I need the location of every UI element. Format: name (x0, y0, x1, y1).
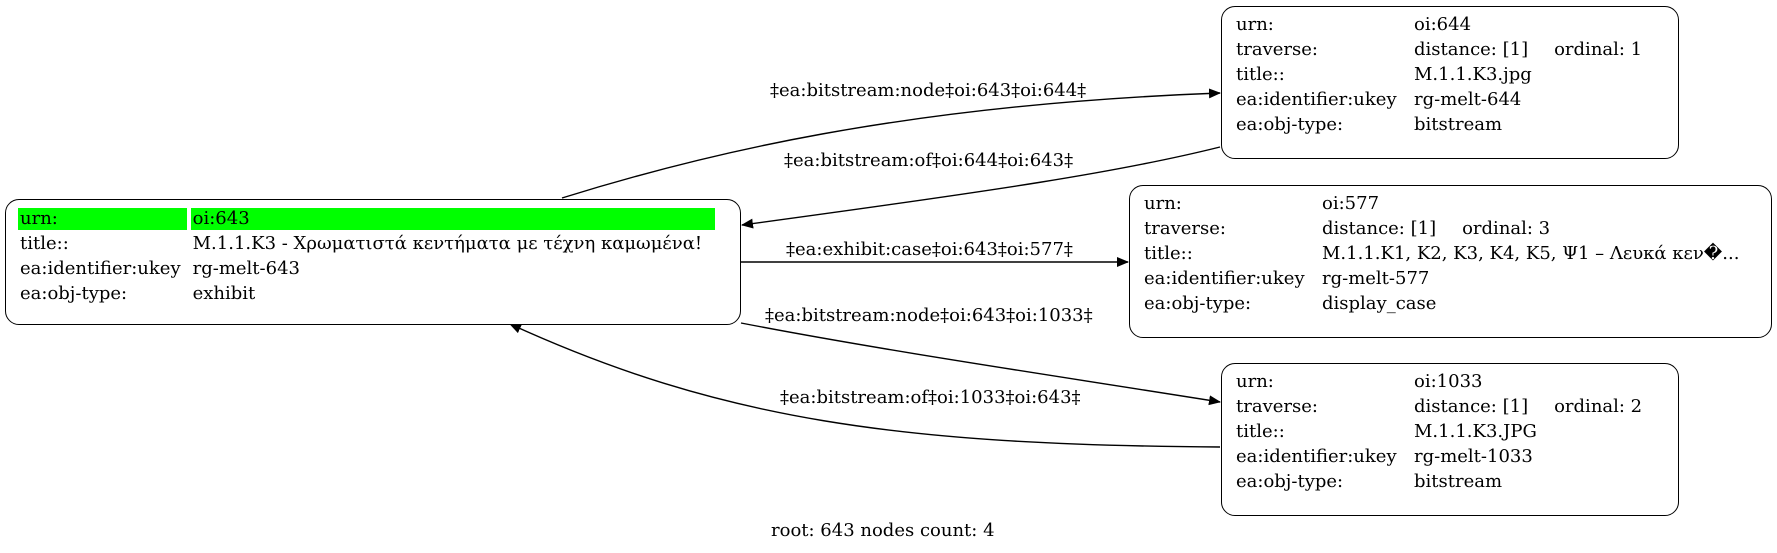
n1033-urn-key: urn: (1236, 371, 1274, 392)
node-644[interactable]: urn: oi:644 traverse: distance: [1] ordinal… (1221, 6, 1679, 159)
n1033-ordinal: ordinal: 2 (1554, 396, 1643, 417)
n1033-ukey-value: rg-melt-1033 (1414, 446, 1533, 467)
n1033-title-key: title:: (1236, 421, 1285, 442)
n577-type-value: display_case (1322, 293, 1437, 314)
root-title-key: title:: (20, 233, 69, 254)
n644-urn-key: urn: (1236, 14, 1274, 35)
n577-urn-key: urn: (1144, 193, 1182, 214)
edge-label-643-1033: ‡ea:bitstream:node‡oi:643‡oi:1033‡ (765, 305, 1093, 326)
n644-distance: distance: [1] (1414, 39, 1529, 60)
edge-1033-to-643 (509, 323, 1221, 448)
n577-title-value: M.1.1.K1, K2, K3, K4, K5, Ψ1 – Λευκά κεν… (1322, 243, 1740, 264)
root-type-value: exhibit (192, 283, 256, 304)
root-urn-key: urn: (18, 208, 187, 230)
n1033-title-value: M.1.1.K3.JPG (1414, 421, 1537, 442)
n644-title-value: M.1.1.K3.jpg (1414, 64, 1532, 85)
n1033-type-key: ea:obj-type: (1236, 471, 1344, 492)
edge-label-1033-643: ‡ea:bitstream:of‡oi:1033‡oi:643‡ (780, 387, 1081, 408)
n644-urn-value: oi:644 (1414, 14, 1472, 35)
edge-643-to-1033 (740, 322, 1221, 406)
graph-footer: root: 643 nodes count: 4 (771, 520, 995, 541)
node-1033[interactable]: urn: oi:1033 traverse: distance: [1] ordina… (1221, 363, 1679, 516)
n577-ukey-key: ea:identifier:ukey (1144, 268, 1305, 289)
n644-traverse-key: traverse: (1236, 39, 1318, 60)
n644-ukey-value: rg-melt-644 (1414, 89, 1522, 110)
root-urn-row: urn: oi:643 (18, 208, 715, 230)
root-title-value: M.1.1.K3 - Χρωματιστά κεντήματα με τέχνη… (192, 233, 703, 254)
n577-traverse-key: traverse: (1144, 218, 1226, 239)
n1033-urn-value: oi:1033 (1414, 371, 1483, 392)
n577-title-key: title:: (1144, 243, 1193, 264)
root-urn-value: oi:643 (190, 208, 715, 230)
n1033-ukey-key: ea:identifier:ukey (1236, 446, 1397, 467)
edge-label-643-644: ‡ea:bitstream:node‡oi:643‡oi:644‡ (770, 80, 1087, 101)
edge-644-to-643 (741, 146, 1221, 229)
n644-title-key: title:: (1236, 64, 1285, 85)
n577-type-key: ea:obj-type: (1144, 293, 1252, 314)
n1033-distance: distance: [1] (1414, 396, 1529, 417)
n1033-traverse-key: traverse: (1236, 396, 1318, 417)
root-ukey-key: ea:identifier:ukey (20, 258, 181, 279)
root-ukey-value: rg-melt-643 (192, 258, 300, 279)
n644-ordinal: ordinal: 1 (1554, 39, 1643, 60)
n1033-type-value: bitstream (1414, 471, 1503, 492)
node-root-643[interactable]: urn: oi:643 title:: M.1.1.K3 - Χρωματιστ… (5, 199, 741, 325)
n577-urn-value: oi:577 (1322, 193, 1380, 214)
n644-type-key: ea:obj-type: (1236, 114, 1344, 135)
n577-distance: distance: [1] (1322, 218, 1437, 239)
edge-label-644-643: ‡ea:bitstream:of‡oi:644‡oi:643‡ (784, 150, 1074, 171)
edge-label-643-577: ‡ea:exhibit:case‡oi:643‡oi:577‡ (786, 239, 1073, 260)
root-type-key: ea:obj-type: (20, 283, 128, 304)
n577-ordinal: ordinal: 3 (1462, 218, 1551, 239)
n644-type-value: bitstream (1414, 114, 1503, 135)
n644-ukey-key: ea:identifier:ukey (1236, 89, 1397, 110)
node-577[interactable]: urn: oi:577 traverse: distance: [1] ordinal… (1129, 185, 1772, 338)
edge-643-to-644 (561, 88, 1221, 199)
n577-ukey-value: rg-melt-577 (1322, 268, 1430, 289)
